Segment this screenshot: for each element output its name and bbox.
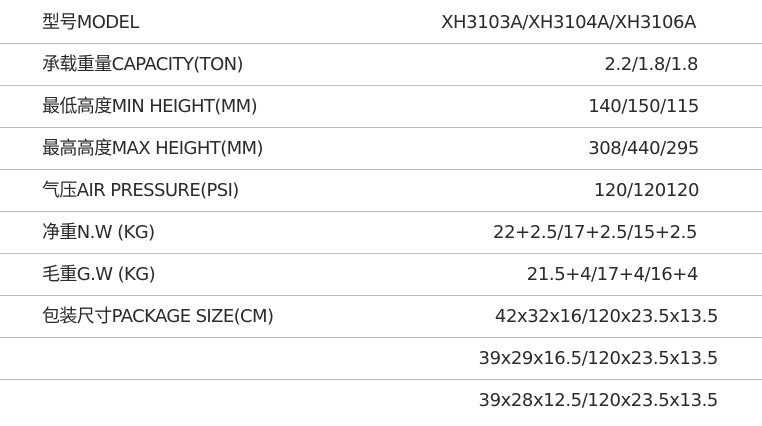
- spec-value-model: XH3103A/XH3104A/XH3106A: [441, 12, 696, 33]
- spec-row-package-size-3: 39x28x12.5/120x23.5x13.5: [0, 380, 762, 422]
- spec-value-max-height: 308/440/295: [588, 138, 699, 159]
- spec-row-max-height: 最高高度MAX HEIGHT(MM) 308/440/295: [0, 128, 762, 170]
- spec-value-package-size-2: 39x29x16.5/120x23.5x13.5: [478, 348, 719, 369]
- spec-label-gross-weight: 毛重G.W (KG): [42, 264, 156, 285]
- spec-value-capacity: 2.2/1.8/1.8: [604, 54, 698, 75]
- spec-label-min-height: 最低高度MIN HEIGHT(MM): [42, 96, 258, 117]
- spec-row-model: 型号MODEL XH3103A/XH3104A/XH3106A: [0, 0, 762, 44]
- spec-label-capacity: 承载重量CAPACITY(TON): [42, 54, 244, 75]
- spec-label-air-pressure: 气压AIR PRESSURE(PSI): [42, 180, 239, 201]
- spec-row-net-weight: 净重N.W (KG) 22+2.5/17+2.5/15+2.5: [0, 212, 762, 254]
- spec-label-package-size: 包装尺寸PACKAGE SIZE(CM): [42, 306, 274, 327]
- spec-label-net-weight: 净重N.W (KG): [42, 222, 155, 243]
- spec-value-package-size-1: 42x32x16/120x23.5x13.5: [494, 306, 719, 327]
- spec-row-air-pressure: 气压AIR PRESSURE(PSI) 120/120120: [0, 170, 762, 212]
- spec-row-capacity: 承载重量CAPACITY(TON) 2.2/1.8/1.8: [0, 44, 762, 86]
- spec-value-net-weight: 22+2.5/17+2.5/15+2.5: [493, 222, 697, 243]
- spec-label-max-height: 最高高度MAX HEIGHT(MM): [42, 138, 264, 159]
- spec-label-model: 型号MODEL: [42, 12, 139, 33]
- spec-value-min-height: 140/150/115: [588, 96, 699, 117]
- spec-row-min-height: 最低高度MIN HEIGHT(MM) 140/150/115: [0, 86, 762, 128]
- spec-value-air-pressure: 120/120120: [593, 180, 700, 201]
- spec-row-gross-weight: 毛重G.W (KG) 21.5+4/17+4/16+4: [0, 254, 762, 296]
- spec-row-package-size: 包装尺寸PACKAGE SIZE(CM) 42x32x16/120x23.5x1…: [0, 296, 762, 338]
- spec-value-package-size-3: 39x28x12.5/120x23.5x13.5: [478, 390, 719, 411]
- spec-row-package-size-2: 39x29x16.5/120x23.5x13.5: [0, 338, 762, 380]
- spec-value-gross-weight: 21.5+4/17+4/16+4: [526, 264, 699, 285]
